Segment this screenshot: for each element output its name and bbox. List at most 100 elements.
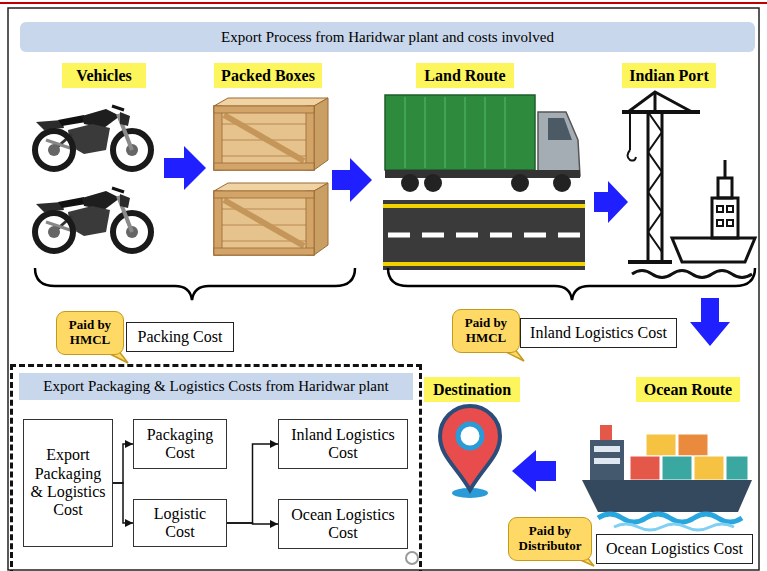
node-text: Ocean Logistics Cost	[606, 540, 743, 558]
bracket	[35, 268, 755, 300]
truck-icon	[511, 174, 529, 192]
tree-connector	[113, 483, 133, 523]
cost-tree-box: Export Packaging & Logistics Cost	[23, 419, 113, 547]
road-icon	[383, 204, 585, 208]
tree-connector	[227, 444, 278, 523]
crate-pair	[214, 98, 328, 170]
truck-icon	[504, 97, 506, 168]
ship-icon	[594, 446, 620, 452]
truck-icon	[553, 174, 571, 192]
ship-icon	[594, 458, 620, 464]
page-frame	[8, 8, 759, 570]
road-icon	[388, 233, 585, 238]
ship-icon	[694, 456, 724, 480]
port-icon	[717, 220, 723, 226]
cost-tree-box: Inland Logistics Cost	[278, 419, 408, 469]
payer-callout: Paid by HMCL	[452, 309, 520, 353]
truck-icon	[548, 118, 572, 140]
cost-box: Packing Cost	[126, 322, 234, 352]
road-icon	[383, 200, 585, 270]
payer-callout: Paid by HMCL	[56, 311, 124, 355]
ship-icon	[598, 514, 742, 522]
tree-connector	[227, 523, 278, 524]
port-icon	[628, 150, 637, 161]
cost-breakdown-panel: Export Packaging & Logistics Costs from …	[10, 364, 422, 571]
node-text: Export Packaging & Logistics Cost	[28, 446, 108, 520]
port-icon	[648, 112, 662, 262]
accent-rule	[0, 2, 767, 4]
port-icon	[628, 92, 692, 112]
location-pin-icon	[440, 406, 500, 490]
node-text: Ocean Logistics Cost	[283, 506, 403, 543]
bracket	[35, 268, 355, 300]
node-text: Indian Port	[629, 67, 709, 85]
cursor-icon	[406, 552, 418, 564]
stage-label: Vehicles	[62, 63, 146, 88]
truck-icon	[484, 97, 486, 168]
ship-icon	[646, 434, 676, 456]
node-text: Export Packaging & Logistics Costs from …	[19, 373, 413, 400]
ship-icon	[662, 456, 692, 480]
node-text: Paid by HMCL	[457, 316, 515, 345]
port-icon	[718, 178, 732, 198]
cost-box: Ocean Logistics Cost	[596, 534, 753, 564]
node-text: Packed Boxes	[221, 67, 315, 85]
cursor-icon	[406, 552, 418, 564]
flow-arrow	[512, 450, 556, 492]
cost-tree-box: Packaging Cost	[133, 419, 227, 469]
flow-arrow	[164, 146, 206, 190]
truck-icon	[385, 95, 535, 170]
port-icon	[632, 271, 752, 278]
node-text: Land Route	[424, 67, 505, 85]
ship-icon	[678, 434, 708, 456]
port-icon	[712, 198, 738, 238]
road-icon	[383, 200, 585, 270]
node-text: Ocean Route	[644, 381, 732, 399]
node-text: Inland Logistics Cost	[530, 324, 667, 342]
port-icon	[724, 160, 727, 178]
cost-box: Inland Logistics Cost	[520, 318, 677, 348]
motorcycle-pair	[35, 106, 151, 169]
port-icon	[727, 206, 733, 212]
node-text: Logistic Cost	[138, 505, 222, 542]
port-icon	[629, 112, 631, 150]
flow-arrow	[332, 158, 372, 202]
payer-callout: Paid by Distributor	[508, 517, 592, 561]
stage-label: Destination	[424, 377, 520, 402]
crate-pair	[214, 183, 328, 255]
node-text: Paid by Distributor	[513, 524, 587, 553]
flow-arrow	[164, 146, 730, 492]
port-icon	[648, 112, 662, 252]
stage-label: Ocean Route	[636, 377, 740, 402]
truck-icon	[464, 97, 466, 168]
flow-arrow	[594, 181, 628, 223]
truck-icon	[424, 174, 442, 192]
road-icon	[383, 262, 585, 266]
node-text: Packing Cost	[138, 328, 223, 346]
ship-icon	[582, 480, 752, 512]
port-icon	[628, 260, 672, 264]
ship-icon	[726, 456, 748, 480]
crate-pair	[214, 98, 328, 255]
truck-icon	[401, 174, 419, 192]
ship-icon	[582, 425, 752, 530]
cost-tree-box: Logistic Cost	[133, 499, 227, 547]
port-icon	[727, 220, 733, 226]
node-text: Paid by HMCL	[61, 318, 119, 347]
port-icon	[654, 92, 657, 112]
node-text: Inland Logistics Cost	[283, 426, 403, 463]
truck-icon	[404, 97, 406, 168]
title-band: Export Process from Haridwar plant and c…	[20, 22, 755, 52]
port-icon	[622, 92, 755, 278]
truck-icon	[385, 95, 580, 192]
truck-icon	[444, 97, 446, 168]
flow-arrow	[690, 298, 730, 346]
node-text: Packaging Cost	[138, 426, 222, 463]
ship-icon	[590, 440, 624, 480]
port-icon	[717, 206, 723, 212]
bracket	[388, 268, 755, 300]
cost-tree-box: Ocean Logistics Cost	[278, 499, 408, 549]
node-text: Destination	[433, 381, 511, 399]
location-pin-icon	[440, 406, 500, 498]
ship-icon	[630, 456, 660, 480]
